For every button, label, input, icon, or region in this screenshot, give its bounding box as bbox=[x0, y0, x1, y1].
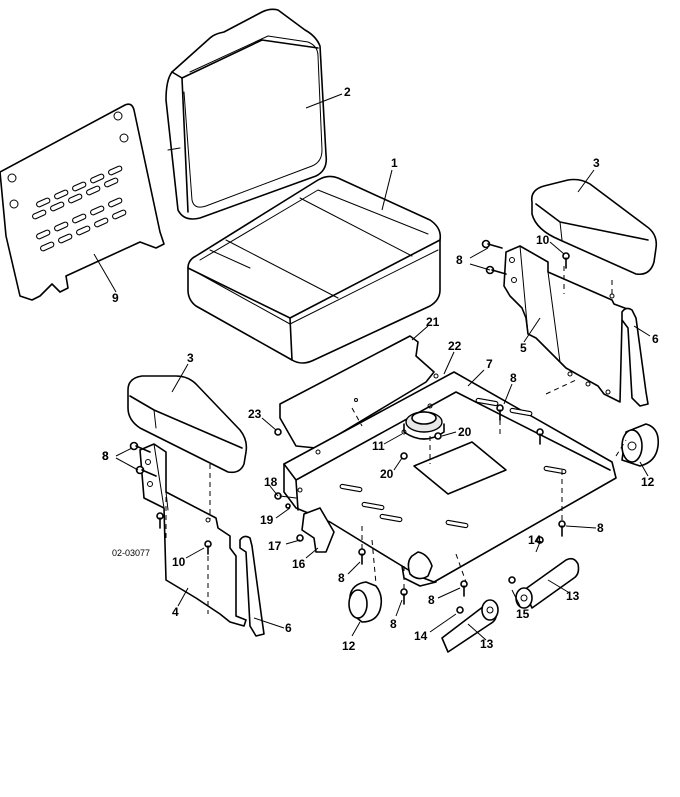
callout-20-b: 20 bbox=[380, 467, 394, 481]
callout-8-h: 8 bbox=[102, 449, 109, 463]
seat-switch bbox=[401, 411, 445, 440]
slide-tube-left bbox=[441, 599, 499, 653]
callout-leaders bbox=[93, 93, 651, 641]
callout-12-left: 12 bbox=[342, 639, 356, 653]
callout-3-left: 3 bbox=[187, 351, 194, 365]
diagram-code: 02-03077 bbox=[112, 548, 150, 558]
callout-5: 5 bbox=[520, 341, 527, 355]
callout-10-right: 10 bbox=[536, 233, 550, 247]
callout-8-b: 8 bbox=[102, 449, 109, 463]
callout-8-e: 8 bbox=[338, 571, 345, 585]
bumper-right bbox=[621, 423, 660, 467]
callout-6-right: 6 bbox=[652, 332, 659, 346]
rod-left bbox=[239, 535, 265, 637]
clip-bracket bbox=[301, 507, 335, 553]
callout-9: 9 bbox=[112, 291, 119, 305]
callout-8-d: 8 bbox=[597, 521, 604, 535]
callout-8-f: 8 bbox=[428, 593, 435, 607]
slide-tube-right bbox=[515, 557, 580, 609]
callout-12-right: 12 bbox=[641, 475, 655, 489]
callout-13-left: 13 bbox=[480, 637, 494, 651]
callout-16: 16 bbox=[292, 557, 306, 571]
callout-18: 18 bbox=[264, 475, 278, 489]
callout-14-right: 14 bbox=[528, 533, 542, 547]
seat-back-panel bbox=[0, 103, 165, 301]
seat-bottom-cushion bbox=[187, 175, 442, 364]
callout-20-a: 20 bbox=[458, 425, 472, 439]
callout-17: 17 bbox=[268, 539, 282, 553]
callout-13-right: 13 bbox=[566, 589, 580, 603]
callout-8-c: 8 bbox=[510, 371, 517, 385]
callout-3-right: 3 bbox=[593, 156, 600, 170]
callout-14-left: 14 bbox=[414, 629, 428, 643]
bumper-left bbox=[348, 581, 383, 623]
seat-back-cushion bbox=[165, 8, 328, 220]
callout-4: 4 bbox=[172, 605, 179, 619]
callout-22: 22 bbox=[448, 339, 462, 353]
callout-1: 1 bbox=[391, 156, 398, 170]
rod-right bbox=[621, 307, 649, 407]
callout-23: 23 bbox=[248, 407, 262, 421]
callout-7: 7 bbox=[486, 357, 493, 371]
callout-8-a: 8 bbox=[456, 253, 463, 267]
callout-11: 11 bbox=[372, 439, 385, 453]
armrest-left bbox=[127, 375, 248, 474]
callout-21: 21 bbox=[426, 315, 440, 329]
callout-labels: 1 2 3 3 4 5 6 6 7 8 8 8 8 8 8 8 8 9 10 1… bbox=[102, 85, 659, 653]
hardware-bolts bbox=[129, 239, 570, 614]
callout-19: 19 bbox=[260, 513, 274, 527]
callout-15: 15 bbox=[516, 607, 530, 621]
seat-pan bbox=[283, 371, 617, 587]
armrest-right bbox=[530, 178, 658, 276]
bracket-right bbox=[503, 245, 633, 403]
callout-8-g: 8 bbox=[390, 617, 397, 631]
callout-6-left: 6 bbox=[285, 621, 292, 635]
vent-slots bbox=[32, 165, 127, 252]
alignment-lines bbox=[165, 266, 627, 614]
callout-2: 2 bbox=[344, 85, 351, 99]
callout-10-left: 10 bbox=[172, 555, 186, 569]
